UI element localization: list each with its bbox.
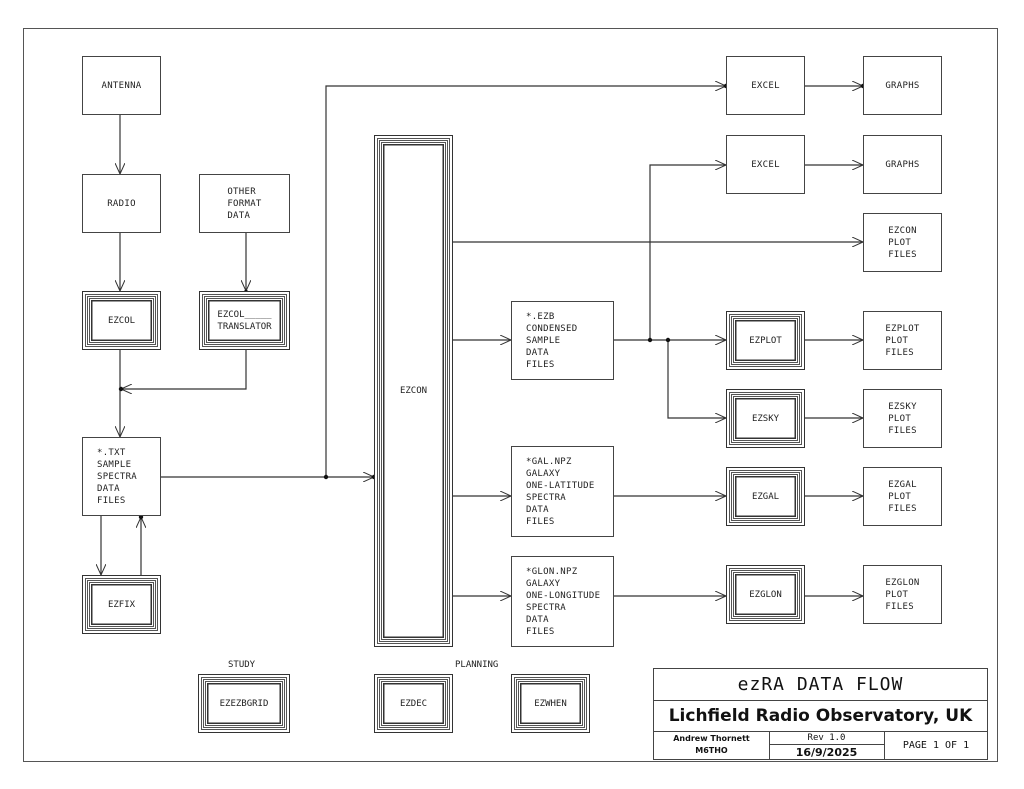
title-block-author-cell: Andrew Thornett M6THO (654, 731, 770, 759)
wire-txt-excel1 (325, 86, 726, 477)
junction-dot (118, 386, 124, 392)
txt-files-label: *.TXT SAMPLE SPECTRA DATA FILES (97, 447, 138, 506)
ezcol-translator-label: EZCOL_____ TRANSLATOR (217, 309, 272, 332)
title-block-callsign: M6THO (695, 746, 728, 755)
ezdec-program: EZDEC (374, 674, 453, 733)
ezglon-label: EZGLON (749, 589, 782, 600)
ezcol-translator-program: EZCOL_____ TRANSLATOR (199, 291, 290, 350)
title-block-date: 16/9/2025 (769, 745, 885, 759)
excel-label-2: EXCEL (751, 159, 780, 170)
ezplot-plot-files-label: EZPLOT PLOT FILES (885, 323, 920, 358)
wire-ezb-ezsky (667, 340, 726, 418)
ezsky-plot-files-box: EZSKY PLOT FILES (863, 389, 942, 448)
antenna-label: ANTENNA (101, 80, 142, 91)
ezcon-label: EZCON (399, 386, 428, 396)
ezgal-plot-files-label: EZGAL PLOT FILES (888, 479, 917, 514)
junction-dot (323, 474, 329, 480)
title-block-author: Andrew Thornett (673, 734, 750, 743)
ezgal-plot-files-box: EZGAL PLOT FILES (863, 467, 942, 526)
ezglon-program: EZGLON (726, 565, 805, 624)
ezsky-label: EZSKY (751, 413, 780, 424)
ezsky-plot-files-label: EZSKY PLOT FILES (888, 401, 917, 436)
wire-ezb-excel2 (649, 165, 726, 340)
other-format-data-box: OTHER FORMAT DATA (199, 174, 290, 233)
ezcon-program: EZCON (374, 135, 453, 647)
radio-box: RADIO (82, 174, 161, 233)
ezezbgrid-label: EZEZBGRID (219, 698, 269, 709)
glon-files-label: *GLON.NPZ GALAXY ONE-LONGITUDE SPECTRA D… (526, 566, 601, 637)
gal-files-box: *GAL.NPZ GALAXY ONE-LATITUDE SPECTRA DAT… (511, 446, 614, 537)
ezplot-program: EZPLOT (726, 311, 805, 370)
ezglon-plot-files-box: EZGLON PLOT FILES (863, 565, 942, 624)
ezcol-program: EZCOL (82, 291, 161, 350)
title-block: ezRA DATA FLOW Lichfield Radio Observato… (653, 668, 988, 760)
planning-label: PLANNING (455, 660, 499, 670)
wire-translator-join (121, 350, 247, 389)
excel-box-2: EXCEL (726, 135, 805, 194)
txt-files-box: *.TXT SAMPLE SPECTRA DATA FILES (82, 437, 161, 516)
ezplot-plot-files-box: EZPLOT PLOT FILES (863, 311, 942, 370)
ezfix-program: EZFIX (82, 575, 161, 634)
excel-label-1: EXCEL (751, 80, 780, 91)
radio-label: RADIO (107, 198, 136, 209)
ezwhen-program: EZWHEN (511, 674, 590, 733)
ezb-files-label: *.EZB CONDENSED SAMPLE DATA FILES (526, 311, 578, 370)
title-block-title: ezRA DATA FLOW (654, 669, 987, 701)
title-block-organization: Lichfield Radio Observatory, UK (654, 700, 987, 732)
graphs-box-2: GRAPHS (863, 135, 942, 194)
ezgal-label: EZGAL (751, 491, 780, 502)
ezcon-plot-files-box: EZCON PLOT FILES (863, 213, 942, 272)
ezezbgrid-program: EZEZBGRID (198, 674, 290, 733)
title-block-page: PAGE 1 OF 1 (902, 739, 970, 751)
junction-dot (647, 337, 653, 343)
graphs-label-2: GRAPHS (885, 159, 920, 170)
gal-files-label: *GAL.NPZ GALAXY ONE-LATITUDE SPECTRA DAT… (526, 456, 595, 527)
junction-dot (665, 337, 671, 343)
title-block-revision: Rev 1.0 (769, 731, 885, 745)
other-format-data-label: OTHER FORMAT DATA (227, 186, 262, 221)
ezfix-label: EZFIX (107, 599, 136, 610)
study-label: STUDY (228, 660, 256, 670)
ezwhen-label: EZWHEN (534, 698, 567, 709)
ezdec-label: EZDEC (399, 698, 428, 709)
excel-box-1: EXCEL (726, 56, 805, 115)
ezb-files-box: *.EZB CONDENSED SAMPLE DATA FILES (511, 301, 614, 380)
ezgal-program: EZGAL (726, 467, 805, 526)
ezplot-label: EZPLOT (749, 335, 782, 346)
graphs-box-1: GRAPHS (863, 56, 942, 115)
ezcol-label: EZCOL (107, 315, 136, 326)
ezglon-plot-files-label: EZGLON PLOT FILES (885, 577, 920, 612)
drawing-frame (23, 28, 998, 762)
ezcon-plot-files-label: EZCON PLOT FILES (888, 225, 917, 260)
ezsky-program: EZSKY (726, 389, 805, 448)
graphs-label-1: GRAPHS (885, 80, 920, 91)
antenna-box: ANTENNA (82, 56, 161, 115)
glon-files-box: *GLON.NPZ GALAXY ONE-LONGITUDE SPECTRA D… (511, 556, 614, 647)
